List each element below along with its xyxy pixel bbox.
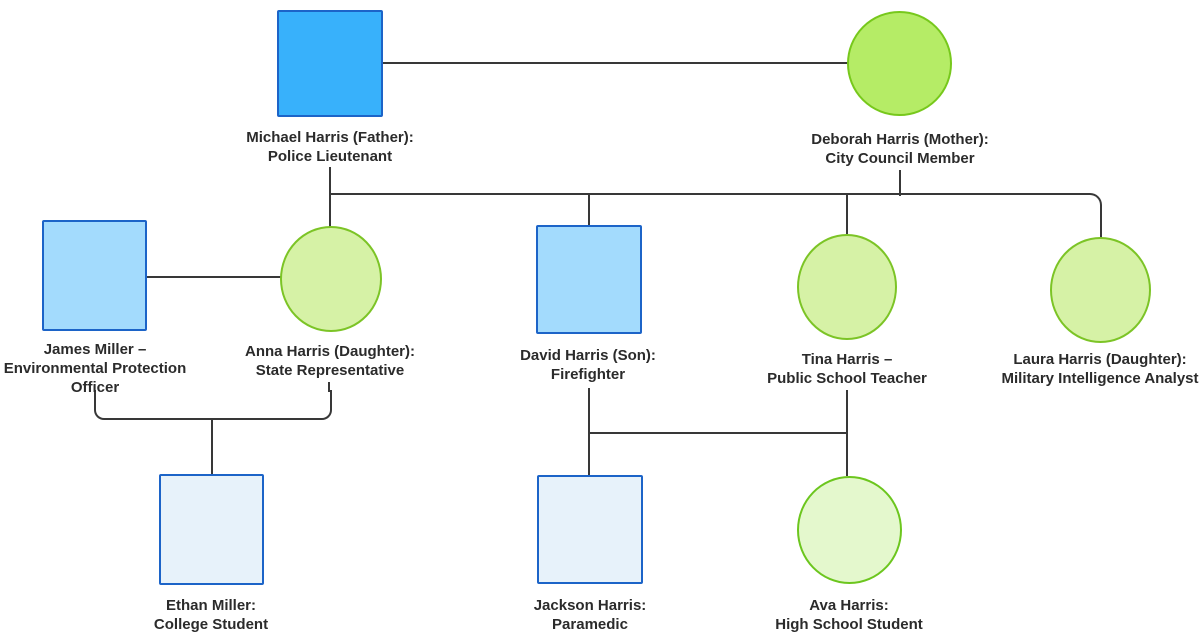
connector-drop-tina <box>846 194 848 234</box>
label-david: David Harris (Son): Firefighter <box>520 347 656 383</box>
connector-union-david-tina <box>588 432 848 434</box>
node-ava-circle <box>797 476 902 584</box>
node-deborah-circle <box>847 11 952 116</box>
label-deborah: Deborah Harris (Mother): City Council Me… <box>811 131 989 167</box>
node-ethan-square <box>159 474 264 585</box>
label-tina: Tina Harris – Public School Teacher <box>767 351 927 387</box>
label-ava: Ava Harris: High School Student <box>775 597 923 633</box>
connector-deborah-down <box>899 170 901 196</box>
node-tina-circle <box>797 234 897 340</box>
connector-drop-ethan <box>211 418 213 474</box>
node-jackson-square <box>537 475 643 584</box>
label-jackson: Jackson Harris: Paramedic <box>533 597 647 633</box>
connector-union-james-anna <box>94 390 332 420</box>
connector-couple-james-anna <box>147 276 281 278</box>
node-james-square <box>42 220 147 331</box>
connector-anna-down-stub <box>328 382 330 392</box>
node-david-square <box>536 225 642 334</box>
label-michael: Michael Harris (Father): Police Lieutena… <box>246 129 414 165</box>
node-michael-square <box>277 10 383 117</box>
node-anna-circle <box>280 226 382 332</box>
label-james: James Miller – Environmental Protection … <box>3 341 187 396</box>
connector-sibling-bus <box>329 193 1102 239</box>
connector-drop-david <box>588 194 590 225</box>
connector-couple-michael-deborah <box>383 62 849 64</box>
label-anna: Anna Harris (Daughter): State Representa… <box>244 343 416 379</box>
label-laura: Laura Harris (Daughter): Military Intell… <box>1001 351 1199 387</box>
node-laura-circle <box>1050 237 1151 343</box>
connector-david-to-jackson <box>588 388 590 475</box>
label-ethan: Ethan Miller: College Student <box>153 597 269 633</box>
